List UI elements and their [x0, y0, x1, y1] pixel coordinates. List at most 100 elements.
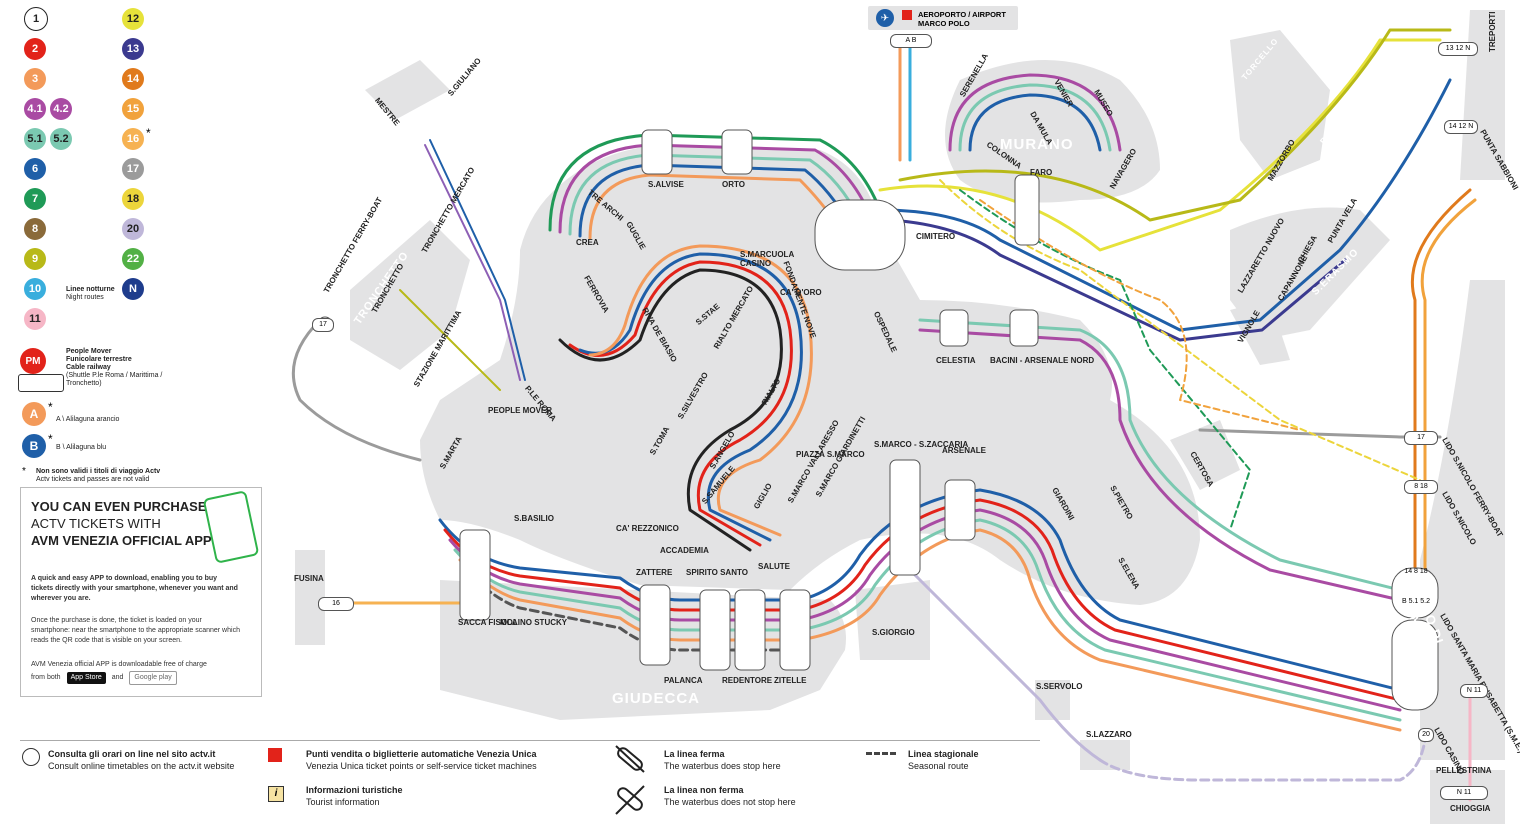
pier-fond-nove: [814, 199, 906, 271]
legend-row: 7: [24, 185, 50, 213]
seasonal-en: Seasonal route: [908, 761, 969, 771]
stop-orto[interactable]: ORTO: [722, 180, 745, 189]
info-en: Tourist information: [306, 797, 380, 807]
nostop-en: The waterbus does not stop here: [664, 797, 796, 807]
stop-casino[interactable]: CASINO: [740, 259, 772, 268]
footer-info: Informazioni turistiche Tourist informat…: [306, 784, 403, 808]
app-store-button[interactable]: App Store: [66, 672, 106, 684]
stop-ca-rezzonico[interactable]: CA' REZZONICO: [616, 524, 679, 533]
route-grand-canal-2: [568, 260, 793, 547]
stop-s-marcuola[interactable]: S.MARCUOLA: [740, 250, 795, 259]
route-line-15: [1420, 198, 1477, 582]
night-en: Night routes: [66, 294, 104, 301]
app-title: YOU CAN EVEN PURCHASE ACTV TICKETS WITH …: [31, 498, 212, 549]
from-both: from both: [31, 674, 61, 681]
google-play-button[interactable]: Google play: [129, 671, 177, 685]
stop-ca-doro[interactable]: CA' D'ORO: [780, 288, 822, 297]
route-giudecca-canal-4: [453, 518, 1402, 722]
area-murano: MURANO: [1000, 136, 1074, 153]
stop-chioggia[interactable]: CHIOGGIA: [1450, 804, 1491, 813]
pm-line-0: People Mover: [66, 348, 112, 355]
timetable-it: Consulta gli orari on line nel sito actv…: [48, 749, 216, 759]
stop-palanca[interactable]: PALANCA: [664, 676, 703, 685]
pier-arsenale: [944, 479, 976, 541]
line-badge-7: 7: [24, 188, 46, 210]
stop-fusina[interactable]: FUSINA: [294, 574, 324, 583]
lido-code-top: 14 8 18: [1404, 568, 1428, 575]
route-line-12: [878, 38, 1442, 252]
pier-spirito-santo: [699, 589, 731, 671]
land-mestre: [365, 60, 450, 120]
marker-818: 8 18: [1404, 480, 1438, 494]
stop-cimitero[interactable]: CIMITERO: [916, 232, 956, 241]
nostop-it: La linea non ferma: [664, 785, 744, 795]
land-fusina: [295, 550, 325, 645]
stop-zitelle[interactable]: ZITELLE: [774, 676, 807, 685]
stop-s-zaccaria[interactable]: S.MARCO - S.ZACCARIA: [874, 440, 969, 449]
stop-people-mover[interactable]: PEOPLE MOVER: [488, 406, 553, 415]
legend-row: 15: [122, 95, 148, 123]
route-east-1: [918, 318, 1402, 592]
legend-row: 16: [122, 125, 148, 153]
pier-stop-icon: [615, 745, 645, 773]
route-lagoon-north-2: [888, 218, 1347, 342]
stop-pellestrina[interactable]: PELLESTRINA: [1436, 766, 1492, 775]
stop-accademia[interactable]: ACCADEMIA: [660, 546, 709, 555]
stop-sacca-fisola[interactable]: SACCA FISOLA: [458, 618, 518, 627]
route-grand-canal-3: [588, 244, 813, 537]
note-star: *: [22, 466, 26, 477]
route-grand-canal-1: [558, 268, 783, 552]
line-badge-20: 20: [122, 218, 144, 240]
stop-s-basilio[interactable]: S.BASILIO: [514, 514, 555, 523]
stop-spirito-santo[interactable]: SPIRITO SANTO: [686, 568, 748, 577]
legend-row: 18: [122, 185, 148, 213]
line-badge-4.1: 4.1: [24, 98, 46, 120]
stop-s-giorgio[interactable]: S.GIORGIO: [872, 628, 915, 637]
stop-redentore[interactable]: REDENTORE: [722, 676, 773, 685]
line-badge-5.2: 5.2: [50, 128, 72, 150]
alilaguna-b-text: B \ Alilaguna blu: [56, 444, 107, 451]
line-badge-8: 8: [24, 218, 46, 240]
line-badge-10: 10: [24, 278, 46, 300]
line-badge-N: N: [122, 278, 144, 300]
info-icon: i: [268, 786, 284, 802]
app-promo[interactable]: YOU CAN EVEN PURCHASE ACTV TICKETS WITH …: [20, 487, 262, 697]
info-it: Informazioni turistiche: [306, 785, 403, 795]
footer-timetable[interactable]: Consulta gli orari on line nel sito actv…: [48, 748, 234, 772]
stop-s-alvise[interactable]: S.ALVISE: [648, 180, 684, 189]
night-it: Linee notturne: [66, 286, 115, 293]
stop-s-servolo[interactable]: S.SERVOLO: [1036, 682, 1083, 691]
legend-row: 6: [24, 155, 50, 183]
stop-celestia[interactable]: CELESTIA: [936, 356, 976, 365]
marco-polo: MARCO POLO: [918, 19, 970, 28]
route-mestre-2: [429, 139, 526, 381]
stop-faro[interactable]: FARO: [1030, 168, 1053, 177]
stop-bacini[interactable]: BACINI - ARSENALE NORD: [990, 356, 1095, 365]
stop-molino[interactable]: MOLINO STUCKY: [500, 618, 568, 627]
stop-piazza[interactable]: PIAZZA S.MARCO: [796, 450, 865, 459]
stop-s-lazzaro[interactable]: S.LAZZARO: [1086, 730, 1132, 739]
app-title-3: AVM VENEZIA OFFICIAL APP: [31, 533, 212, 548]
marker-20: 20: [1418, 728, 1434, 742]
airport-label: AEROPORTO / AIRPORT MARCO POLO: [918, 10, 1006, 28]
alilaguna-a-star: *: [48, 400, 53, 414]
stop-treporti[interactable]: TREPORTI: [1488, 11, 1497, 52]
piers: [317, 129, 1439, 711]
stop-arsenale[interactable]: ARSENALE: [942, 446, 987, 455]
alilaguna-b-star: *: [48, 432, 53, 446]
alilaguna-a-icon: A: [22, 402, 46, 426]
footer-nostop: La linea non ferma The waterbus does not…: [664, 784, 796, 808]
land-lido: [1420, 280, 1505, 760]
stop-salute[interactable]: SALUTE: [758, 562, 790, 571]
clock-icon: [22, 748, 40, 766]
tickets-en: Venezia Unica ticket points or self-serv…: [306, 761, 537, 771]
marker-1312n: 13 12 N: [1438, 42, 1478, 56]
legend-row: 1: [24, 5, 52, 33]
stop-crea[interactable]: CREA: [576, 238, 599, 247]
stop-zattere[interactable]: ZATTERE: [636, 568, 673, 577]
lido-code-b: B 5.1 5.2: [1401, 598, 1431, 605]
legend-row: 12: [122, 5, 148, 33]
legend-row: 14: [122, 65, 148, 93]
